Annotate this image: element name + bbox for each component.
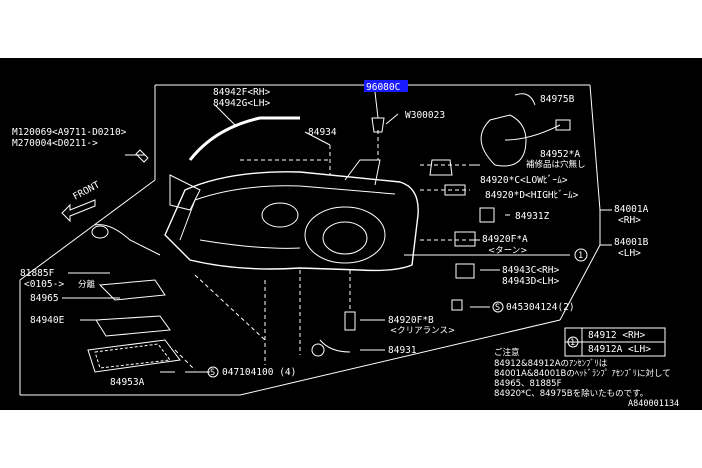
label-clearance: <クリアランス>: [390, 326, 455, 336]
callout-1: 1: [578, 251, 583, 261]
cover-84953a: [87, 339, 181, 373]
label-84931: 84931: [388, 345, 417, 356]
label-84942f: 84942F<RH>: [213, 87, 270, 98]
note-line-1: 84912&84912Aのｱﾝｾﾝﾌﾞﾘは: [494, 359, 608, 369]
projector-lens-inner: [322, 221, 368, 255]
label-84920c: 84920*C<LOWﾋﾞｰﾑ>: [480, 175, 568, 186]
label-84001a: 84001A: [614, 204, 649, 215]
note-line-3: 84965、81885F: [494, 379, 562, 389]
label-84943c: 84943C<RH>: [502, 265, 559, 276]
label-84001a-rh: <RH>: [618, 215, 641, 226]
wire-loop: [514, 93, 536, 106]
table-circle: [567, 336, 579, 348]
note-title: ご注意: [494, 347, 520, 358]
front-arrow: [61, 199, 96, 223]
socket-wire: [319, 339, 351, 353]
label-84931z: 84931Z: [515, 211, 550, 222]
outline-line: [239, 319, 561, 396]
ballast-81885f: [98, 279, 166, 301]
callout-s-right: S: [495, 303, 500, 313]
label-m120069: M120069<A9711-D0210>: [12, 127, 127, 138]
diagram-panel: [0, 58, 702, 410]
table-row-84912a: 84912A <LH>: [588, 344, 651, 355]
callout-s-circle: [492, 301, 504, 313]
low-beam-bulb: [429, 159, 453, 176]
label-84943d: 84943D<LH>: [502, 276, 559, 287]
label-84952a: 84952*A: [540, 149, 580, 160]
outline-line: [559, 244, 601, 321]
high-beam-bulb: [444, 184, 466, 196]
reflector: [261, 202, 299, 228]
table-circle-num: 1: [570, 338, 575, 348]
note-line-4: 84920*C、84975Bを除いたものです。: [494, 388, 648, 399]
clip-96080c: [371, 117, 385, 133]
label-84001b-lh: <LH>: [618, 248, 641, 259]
label-84920f-a: 84920F*A: [482, 234, 528, 245]
side-bracket: [169, 174, 201, 211]
diagram-code: A840001134: [628, 399, 679, 409]
label-84952-note: 補修品は穴無し: [526, 159, 586, 170]
label-81885f: 81885F: [20, 268, 55, 279]
label-turn: <ターン>: [488, 246, 527, 256]
label-84940e: 84940E: [30, 315, 65, 326]
label-front: FRONT: [71, 179, 102, 202]
upper-bracket: [344, 159, 381, 186]
socket-84931: [311, 343, 325, 357]
label-96080c[interactable]: 96080C: [366, 82, 400, 93]
label-047104100: 047104100 (4): [222, 367, 296, 378]
callout-s-circle: [207, 366, 219, 378]
label-84975b: 84975B: [540, 94, 575, 105]
bolt: [451, 299, 463, 311]
gasket-84940e: [95, 315, 171, 337]
label-84934: 84934: [308, 127, 337, 138]
headlamp-lens-edge: [179, 185, 396, 241]
connector-box: [555, 119, 571, 131]
label-84953a: 84953A: [110, 377, 145, 388]
left-harness: [94, 224, 161, 256]
callout-circle: [574, 248, 588, 262]
leader-line: [374, 91, 379, 119]
table-row-84912: 84912 <RH>: [588, 330, 645, 341]
label-bunkatsu: 分離: [78, 279, 96, 290]
cover-inner: [94, 343, 171, 369]
screw-m120069: [135, 149, 149, 163]
headlamp-housing: [164, 171, 419, 272]
label-84920d: 84920*D<HIGHﾋﾞｰﾑ>: [485, 190, 579, 201]
projector-lens: [304, 206, 386, 264]
label-81885f-date: <0105->: [24, 279, 64, 290]
outline-line: [19, 179, 156, 281]
label-84001b: 84001B: [614, 237, 649, 248]
lamp-contour: [199, 239, 301, 249]
socket-84931z: [479, 207, 495, 223]
trim-strip: [188, 116, 300, 161]
outline-line: [589, 84, 601, 211]
label-m270004: M270004<D0211->: [12, 138, 98, 149]
clearance-bulb: [344, 311, 356, 331]
label-84965: 84965: [30, 293, 59, 304]
bracket-84943: [455, 263, 475, 279]
leader-line: [385, 113, 399, 125]
left-connector: [91, 225, 109, 239]
wire-harness: [504, 124, 561, 141]
guide-line: [174, 349, 196, 371]
callout-s-left: S: [210, 368, 215, 378]
guide-line: [194, 274, 266, 341]
highlight-96080c: [364, 80, 408, 92]
label-84942g: 84942G<LH>: [213, 98, 270, 109]
label-045304124: 045304124(2): [506, 302, 575, 313]
turn-bulb: [454, 231, 476, 247]
leader-line: [304, 131, 331, 146]
label-w300023: W300023: [405, 110, 445, 121]
leader-line: [214, 104, 236, 126]
label-84920f-b: 84920F*B: [388, 315, 434, 326]
bulb-cover: [480, 114, 527, 167]
note-line-2: 84001A&84001Bのﾍｯﾄﾞﾗﾝﾌﾟ ｱｾﾝﾌﾞﾘに対して: [494, 368, 671, 379]
